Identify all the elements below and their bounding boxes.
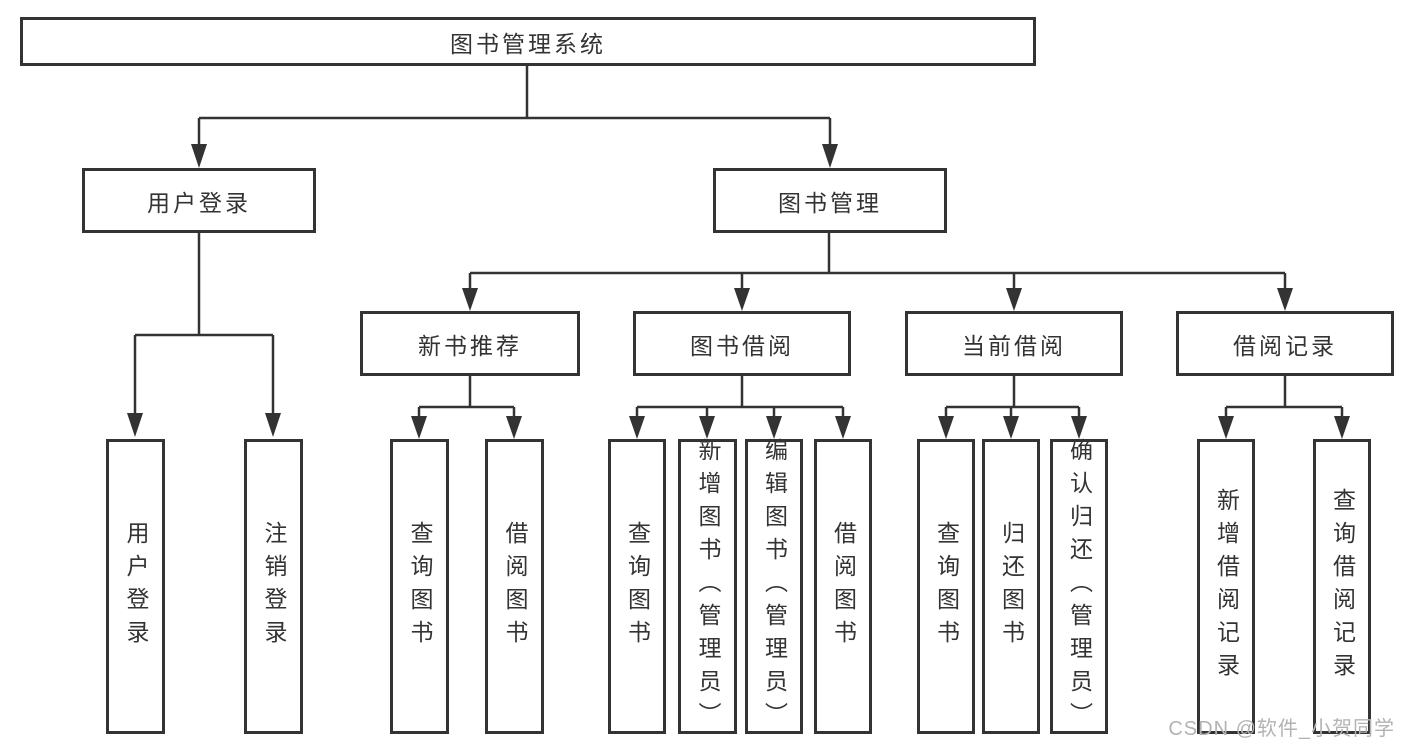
arrowhead-icon — [1334, 416, 1350, 439]
arrowhead-icon — [629, 416, 645, 439]
arrowhead-icon — [1071, 416, 1087, 439]
leaf-add-borrow-record: 新增借阅记录 — [1197, 439, 1255, 734]
arrowhead-icon — [462, 288, 478, 311]
arrowhead-icon — [127, 413, 143, 437]
arrowhead-icon — [766, 416, 782, 439]
node-book-borrow: 图书借阅 — [633, 311, 851, 376]
node-root: 图书管理系统 — [20, 17, 1036, 66]
leaf-query-book-current-label: 查询图书 — [933, 520, 960, 653]
connector-current-borrow-children — [938, 376, 1087, 439]
leaf-confirm-return-admin-label: 确认归还（管理员） — [1066, 438, 1093, 735]
arrowhead-icon — [699, 416, 715, 439]
node-book-management: 图书管理 — [713, 168, 947, 233]
leaf-borrow-book: 借阅图书 — [814, 439, 872, 734]
leaf-query-book-recommend: 查询图书 — [390, 439, 449, 734]
leaf-user-login: 用户登录 — [106, 439, 165, 734]
connector-book-mgmt-to-level3 — [462, 233, 1293, 311]
leaf-user-login-label: 用户登录 — [123, 520, 149, 653]
arrowhead-icon — [734, 288, 750, 311]
node-current-borrow-label: 当前借阅 — [962, 332, 1066, 359]
leaf-return-book: 归还图书 — [982, 439, 1040, 734]
leaf-edit-book-admin-label: 编辑图书（管理员） — [761, 438, 788, 735]
arrowhead-icon — [938, 416, 954, 439]
connector-root-to-level2 — [191, 66, 838, 168]
leaf-add-book-admin-label: 新增图书（管理员） — [695, 438, 721, 735]
connector-book-borrow-children — [629, 376, 851, 439]
node-user-login-label: 用户登录 — [147, 189, 251, 216]
leaf-logout-login-label: 注销登录 — [261, 520, 287, 653]
node-borrow-records-label: 借阅记录 — [1233, 332, 1337, 359]
node-borrow-records: 借阅记录 — [1176, 311, 1394, 376]
arrowhead-icon — [1006, 288, 1022, 311]
arrowhead-icon — [191, 144, 207, 168]
node-current-borrow: 当前借阅 — [905, 311, 1123, 376]
node-new-book-recommend-label: 新书推荐 — [418, 332, 522, 359]
leaf-edit-book-admin: 编辑图书（管理员） — [745, 438, 803, 735]
arrowhead-icon — [822, 144, 838, 168]
node-root-label: 图书管理系统 — [450, 30, 606, 57]
leaf-query-book-current: 查询图书 — [917, 439, 975, 734]
node-new-book-recommend: 新书推荐 — [360, 311, 580, 376]
arrowhead-icon — [506, 416, 522, 439]
leaf-logout-login: 注销登录 — [244, 439, 303, 734]
arrowhead-icon — [411, 416, 427, 439]
leaf-add-book-admin: 新增图书（管理员） — [678, 438, 737, 735]
csdn-watermark: CSDN @软件_小贺同学 — [1168, 718, 1395, 740]
leaf-borrow-book-label: 借阅图书 — [830, 520, 857, 653]
leaf-query-book-borrow-label: 查询图书 — [624, 520, 651, 653]
node-user-login: 用户登录 — [82, 168, 316, 233]
connector-new-book-children — [411, 376, 522, 439]
leaf-confirm-return-admin: 确认归还（管理员） — [1050, 438, 1108, 735]
arrowhead-icon — [835, 416, 851, 439]
arrowhead-icon — [1003, 416, 1019, 439]
leaf-query-borrow-record: 查询借阅记录 — [1313, 439, 1371, 734]
leaf-query-book-borrow: 查询图书 — [608, 439, 666, 734]
leaf-return-book-label: 归还图书 — [998, 520, 1025, 653]
connector-borrow-records-children — [1218, 376, 1350, 439]
leaf-query-book-recommend-label: 查询图书 — [407, 520, 433, 653]
arrowhead-icon — [265, 413, 281, 437]
leaf-borrow-book-recommend-label: 借阅图书 — [502, 520, 528, 653]
connector-user-login-children — [127, 233, 281, 437]
node-book-management-label: 图书管理 — [778, 189, 882, 216]
leaf-borrow-book-recommend: 借阅图书 — [485, 439, 544, 734]
arrowhead-icon — [1218, 416, 1234, 439]
node-book-borrow-label: 图书借阅 — [690, 332, 794, 359]
leaf-add-borrow-record-label: 新增借阅记录 — [1213, 487, 1240, 686]
arrowhead-icon — [1277, 288, 1293, 311]
leaf-query-borrow-record-label: 查询借阅记录 — [1329, 487, 1356, 686]
